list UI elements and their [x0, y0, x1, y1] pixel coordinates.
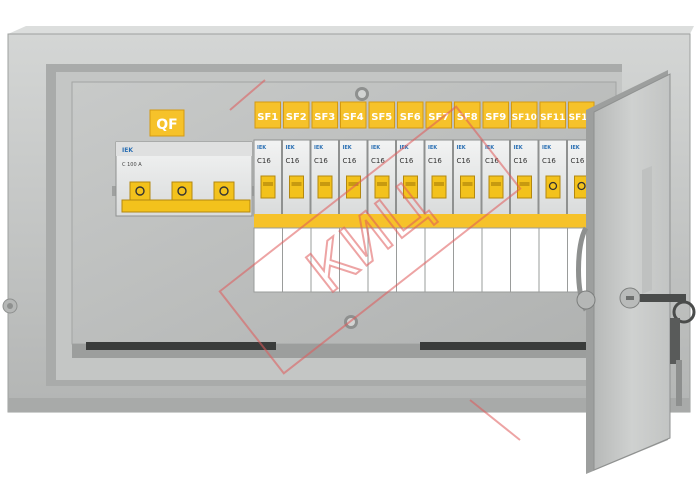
branch-breaker-brand: IEK [571, 145, 581, 151]
branch-breaker-rating: C16 [457, 157, 471, 165]
branch-breaker-row: IEK C16 IEK C16 IEK C16 IEK C16 IEK C16 IEK C16 IEK C… [253, 139, 596, 217]
branch-tag-text: SF5 [371, 112, 392, 123]
branch-breaker-rating: C16 [542, 157, 556, 165]
branch-tag-text: SF11 [540, 113, 565, 123]
branch-tag: SF3 [311, 101, 338, 129]
main-breaker-brand: IEK [122, 147, 133, 154]
branch-tag: SF8 [454, 101, 481, 129]
branch-breaker-rating: C16 [343, 157, 357, 165]
branch-breaker-rating: C16 [286, 157, 300, 165]
branch-breaker: IEK C16 [253, 139, 282, 217]
branch-breaker-brand: IEK [457, 145, 467, 151]
branch-breaker-brand: IEK [314, 145, 324, 151]
branch-breaker-rating: C16 [514, 157, 528, 165]
branch-tag-text: SF12 [569, 113, 594, 123]
panel-screw-top [355, 87, 369, 101]
branch-breaker-brand: IEK [485, 145, 495, 151]
branch-tag: SF7 [425, 101, 452, 129]
branch-tag-text: SF6 [400, 112, 421, 123]
main-breaker: IEK С 100 А [115, 141, 253, 217]
branch-breaker-rating: C16 [571, 157, 585, 165]
branch-breaker: IEK C16 [538, 139, 567, 217]
branch-tag: SF1 [254, 101, 281, 129]
branch-breaker: IEK C16 [510, 139, 539, 217]
branch-breaker: IEK C16 [339, 139, 368, 217]
branch-tag: SF11 [539, 101, 566, 129]
branch-breaker-brand: IEK [257, 145, 267, 151]
branch-tag-text: SF8 [457, 112, 478, 123]
side-gland [2, 298, 18, 314]
branch-tag: SF5 [368, 101, 395, 129]
cabinet-door [586, 70, 671, 474]
branch-breaker-rating: C16 [371, 157, 385, 165]
branch-tag-text: SF9 [485, 112, 506, 123]
branch-tag: SF9 [482, 101, 509, 129]
branch-breaker-brand: IEK [514, 145, 524, 151]
branch-breaker-rating: C16 [257, 157, 271, 165]
branch-breaker-brand: IEK [343, 145, 353, 151]
branch-tag-text: SF2 [286, 112, 307, 123]
circuit-label-strip [253, 214, 595, 293]
branch-breaker-rating: C16 [400, 157, 414, 165]
branch-breaker: IEK C16 [367, 139, 396, 217]
lock-key [640, 294, 696, 406]
branch-tag: SF4 [340, 101, 367, 129]
branch-breaker-rating: C16 [314, 157, 328, 165]
branch-tag-text: SF7 [428, 112, 449, 123]
branch-breaker: IEK C16 [453, 139, 482, 217]
branch-tag-text: SF10 [512, 113, 537, 123]
branch-tag: SF6 [397, 101, 424, 129]
branch-breaker-rating: C16 [428, 157, 442, 165]
branch-breaker-rating: C16 [485, 157, 499, 165]
branch-breaker-brand: IEK [542, 145, 552, 151]
main-breaker-tag: QF [149, 109, 185, 137]
door-hinge [576, 226, 596, 312]
branch-breaker-brand: IEK [286, 145, 296, 151]
branch-breaker-brand: IEK [428, 145, 438, 151]
branch-tag-text: SF3 [314, 112, 335, 123]
branch-breaker: IEK C16 [282, 139, 311, 217]
branch-breaker: IEK C16 [310, 139, 339, 217]
branch-breaker: IEK C16 [481, 139, 510, 217]
branch-breaker: IEK C16 [424, 139, 453, 217]
branch-breaker-brand: IEK [371, 145, 381, 151]
main-breaker-rating: С 100 А [122, 162, 142, 168]
branch-tag-text: SF4 [343, 112, 364, 123]
branch-tag: SF2 [283, 101, 310, 129]
door-lock [619, 287, 641, 309]
main-breaker-tag-text: QF [156, 117, 177, 133]
branch-tag-text: SF1 [257, 112, 278, 123]
branch-tag: SF10 [511, 101, 538, 129]
